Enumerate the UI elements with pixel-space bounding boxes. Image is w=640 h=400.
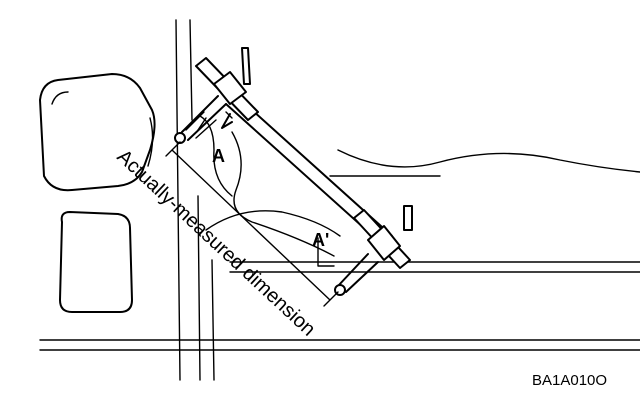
dimension-a-arrow bbox=[221, 113, 233, 129]
lower-post bbox=[403, 205, 413, 231]
upper-pointer bbox=[181, 95, 227, 141]
lower-left-panel bbox=[59, 211, 133, 313]
label-a: A bbox=[212, 146, 225, 166]
vertical-frame-lines bbox=[175, 19, 215, 381]
door-contour bbox=[337, 149, 640, 173]
figure-code: BA1A010O bbox=[532, 372, 607, 389]
upper-pointer-tip bbox=[174, 132, 186, 144]
label-a-prime: A' bbox=[312, 230, 329, 250]
arch-contour bbox=[205, 210, 341, 237]
left-body-outline bbox=[39, 73, 156, 192]
dimension-a-prime bbox=[317, 237, 335, 267]
lower-clamp bbox=[367, 225, 401, 261]
measured-dimension-line bbox=[165, 141, 339, 307]
lower-pointer bbox=[337, 253, 379, 293]
left-body-inner-edge bbox=[51, 91, 154, 167]
label-actually-measured-dimension: Actually-measured dimension bbox=[113, 146, 320, 341]
horizontal-frame-lines bbox=[39, 175, 640, 351]
upper-clamp bbox=[213, 71, 247, 105]
dimension-a bbox=[185, 111, 233, 139]
upper-post bbox=[241, 47, 251, 85]
